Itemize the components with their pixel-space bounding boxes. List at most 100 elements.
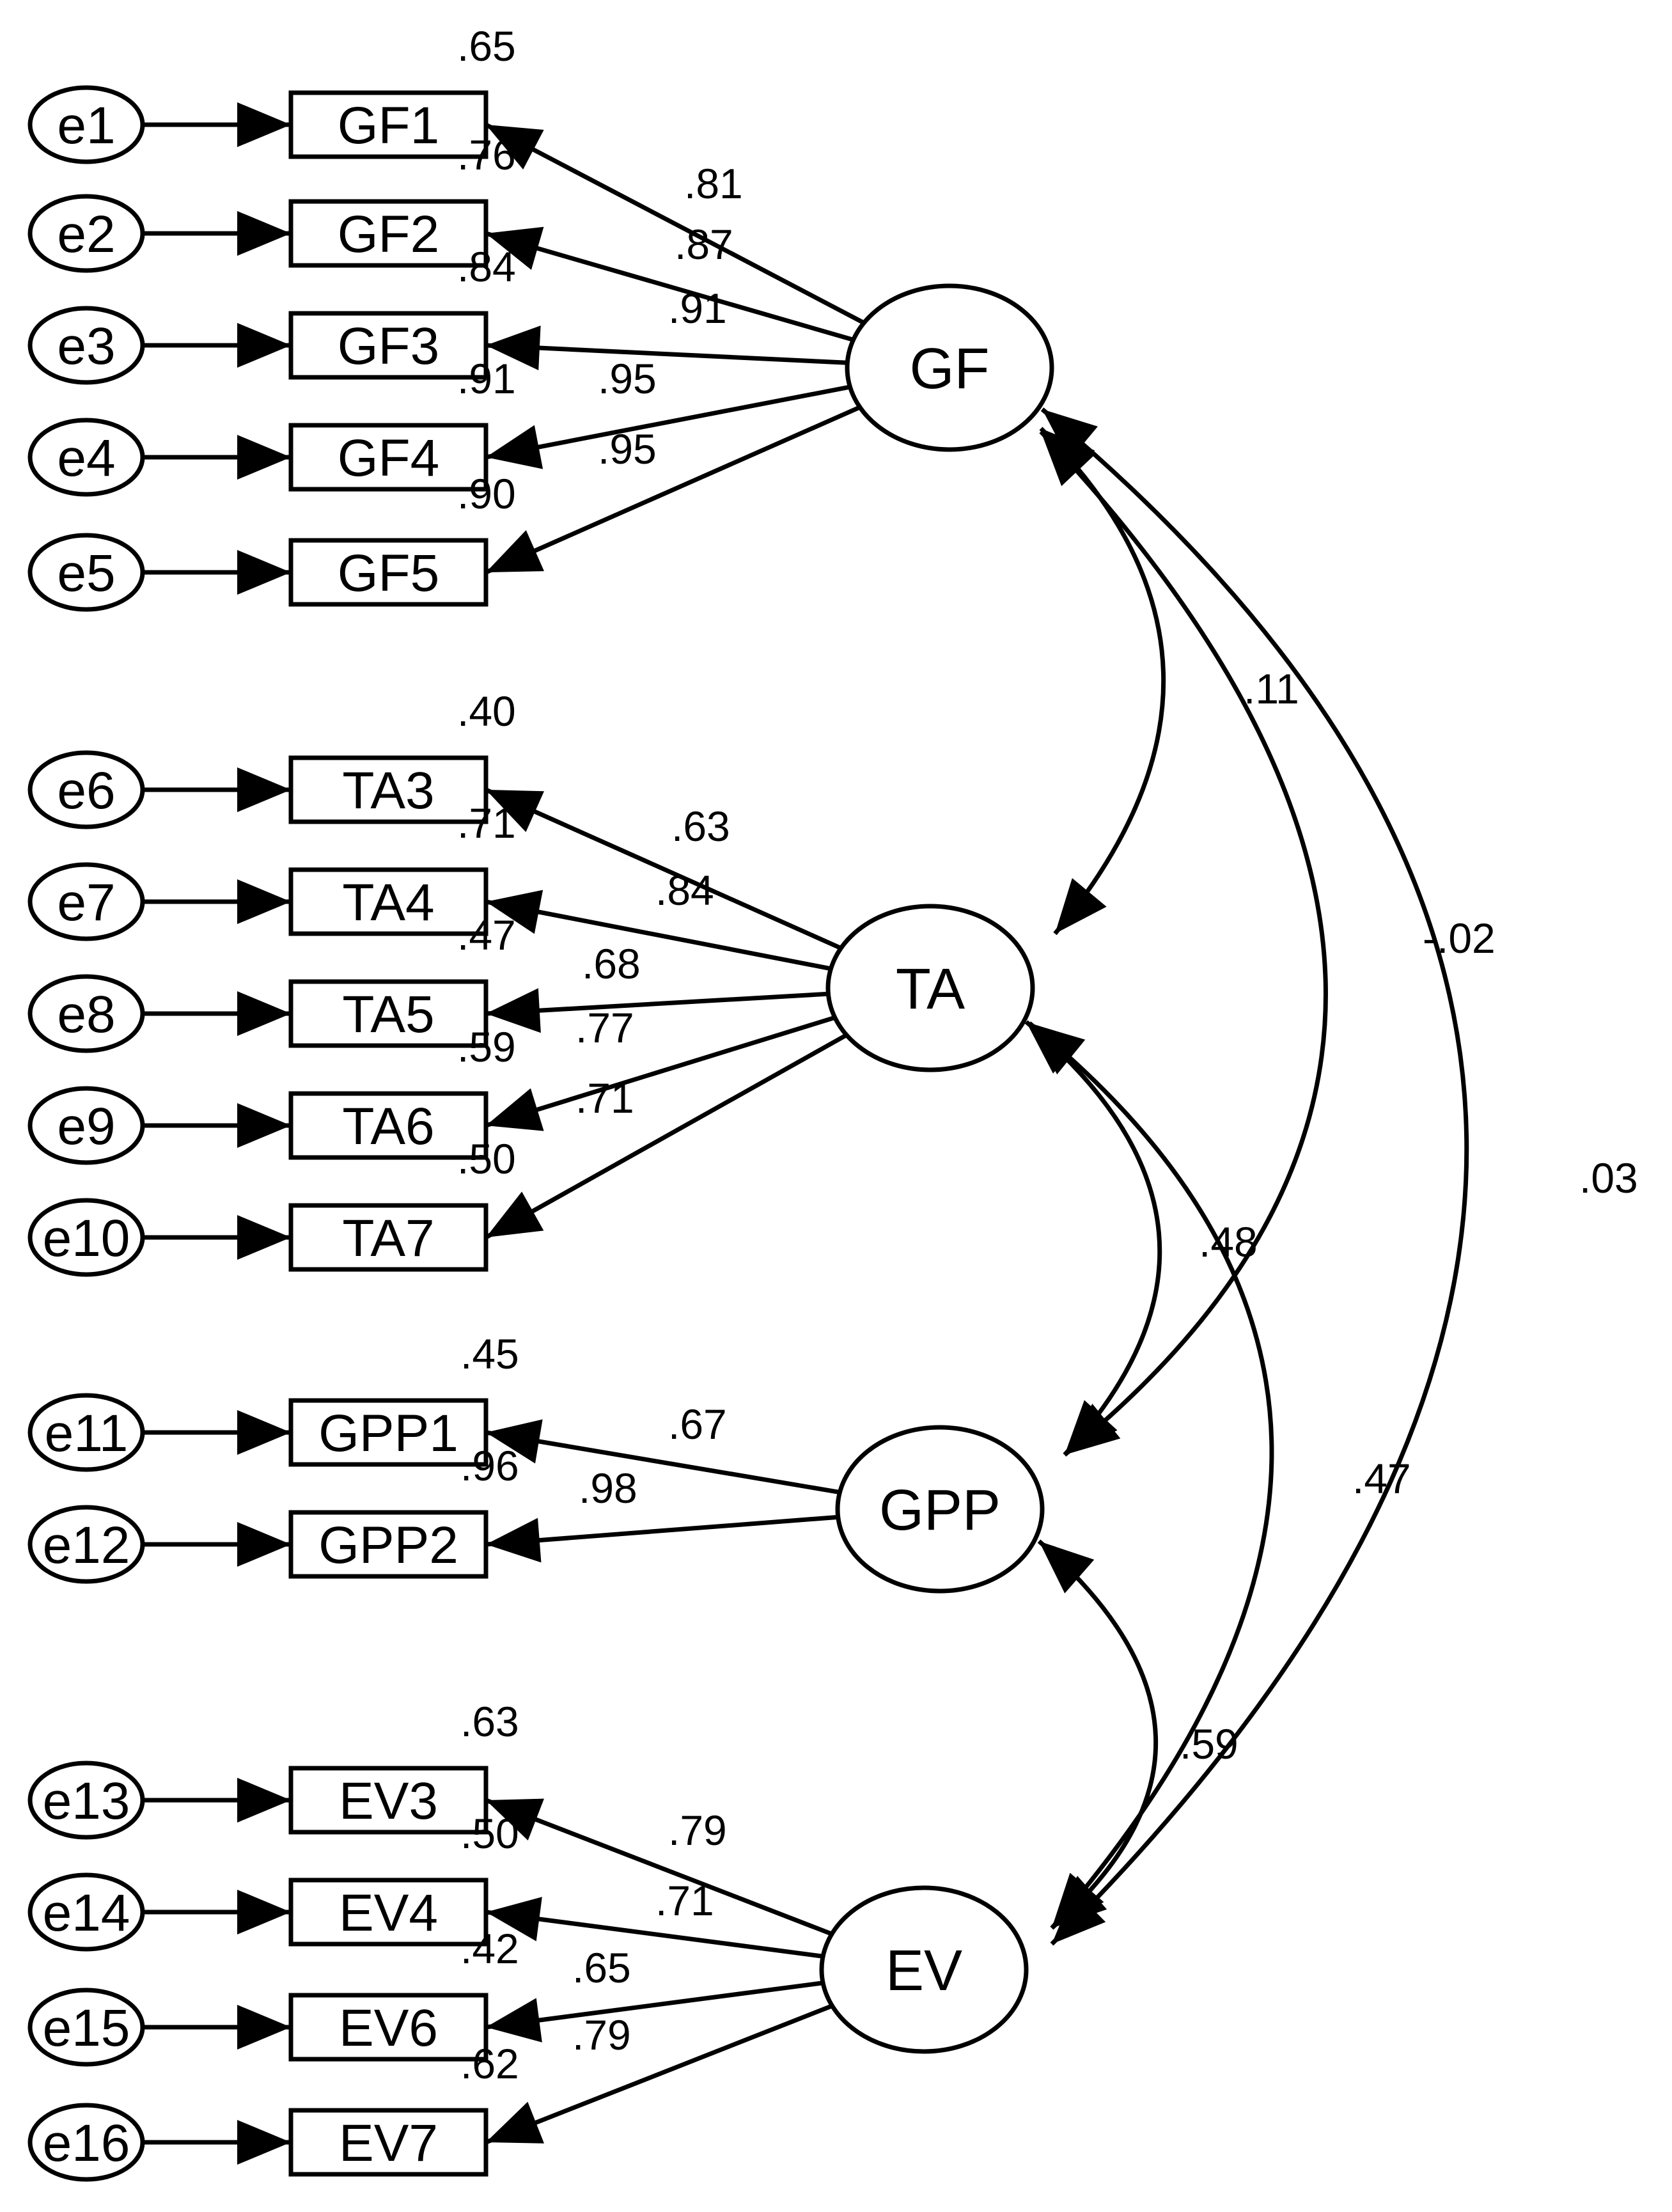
indicator-label: TA5 — [342, 985, 434, 1044]
error-label: e11 — [45, 1404, 129, 1463]
error-label: e1 — [57, 97, 115, 155]
error-term-e6: e6 — [27, 750, 145, 829]
error-ellipse — [27, 974, 145, 1053]
r-squared-gpp1: .45 — [460, 1330, 519, 1377]
latent-label: TA — [896, 957, 965, 1021]
latent-ellipse — [825, 904, 1035, 1072]
loading-gf1: .81 — [684, 160, 743, 207]
error-label: e9 — [57, 1097, 115, 1156]
covariance-label-gf-ta: .11 — [1244, 665, 1299, 712]
covariance-gpp-ev — [1037, 1539, 1159, 1930]
error-term-e3: e3 — [27, 306, 145, 385]
indicator-ta7: TA7 — [288, 1203, 488, 1272]
indicator-label: TA3 — [342, 762, 434, 820]
latent-ellipse — [835, 1425, 1045, 1594]
loading-path-ev4 — [485, 1897, 824, 1959]
indicator-box — [288, 755, 488, 824]
indicator-box — [288, 2108, 488, 2177]
error-label: e15 — [43, 1999, 130, 2057]
loading-path-ta4 — [485, 890, 832, 971]
indicator-gf5: GF5 — [288, 538, 488, 607]
error-term-e9: e9 — [27, 1086, 145, 1165]
r-squared-ta7: .50 — [457, 1135, 516, 1182]
indicator-label: GF2 — [338, 205, 439, 263]
loading-path-ev3 — [485, 1798, 833, 1936]
error-ellipse — [27, 1198, 145, 1277]
latent-ellipse — [845, 283, 1054, 452]
loading-path-gpp1 — [485, 1419, 841, 1494]
error-ellipse — [27, 1393, 145, 1472]
loading-path-ta6 — [485, 1015, 836, 1131]
indicator-box — [288, 538, 488, 607]
loading-ta4: .84 — [655, 867, 714, 914]
error-label: e10 — [43, 1209, 130, 1267]
indicator-box — [288, 199, 488, 268]
error-term-e13: e13 — [27, 1761, 145, 1840]
indicator-box — [288, 1766, 488, 1835]
error-term-e16: e16 — [27, 2103, 145, 2182]
indicator-label: GF4 — [338, 429, 439, 487]
loading-ta5: .68 — [582, 940, 641, 987]
indicator-ta5: TA5 — [288, 979, 488, 1048]
loading-gpp1: .67 — [668, 1400, 727, 1448]
error-term-e12: e12 — [27, 1505, 145, 1584]
loading-path-gf5 — [485, 405, 861, 575]
loading-path-gpp2 — [485, 1514, 839, 1563]
error-ellipse — [27, 1761, 145, 1840]
error-label: e7 — [57, 874, 115, 932]
loading-ta7: .71 — [575, 1074, 634, 1122]
r-squared-gf4: .91 — [457, 355, 516, 402]
indicator-label: GF5 — [338, 544, 439, 602]
error-term-e10: e10 — [27, 1198, 145, 1277]
covariance-layer — [1024, 407, 1469, 1946]
loading-path-gf2 — [485, 226, 854, 342]
error-ellipse — [27, 862, 145, 941]
error-ellipse — [27, 1505, 145, 1584]
error-term-e1: e1 — [27, 85, 145, 164]
latent-label: GF — [910, 337, 990, 401]
indicator-label: EV7 — [339, 2114, 438, 2172]
error-term-e15: e15 — [27, 1988, 145, 2067]
error-ellipse — [27, 85, 145, 164]
error-ellipse — [27, 194, 145, 273]
indicator-ta3: TA3 — [288, 755, 488, 824]
r-squared-gf5: .90 — [457, 470, 516, 517]
loading-path-gf1 — [485, 122, 865, 325]
indicator-box — [288, 311, 488, 380]
r-squared-ev6: .42 — [460, 1925, 519, 1972]
indicator-box — [288, 867, 488, 936]
loading-path-gf3 — [485, 326, 848, 371]
loading-ta6: .77 — [575, 1004, 634, 1051]
indicator-gf4: GF4 — [288, 423, 488, 492]
error-label: e13 — [43, 1772, 130, 1830]
indicator-box — [288, 1091, 488, 1160]
latent-gpp: GPP — [835, 1425, 1045, 1594]
indicator-ev4: EV4 — [288, 1878, 488, 1947]
r-squared-ev7: .62 — [460, 2040, 519, 2087]
loading-path-ta3 — [485, 787, 842, 950]
loading-gf2: .87 — [675, 221, 733, 268]
loading-ta3: .63 — [671, 803, 730, 850]
loading-path-ev6 — [485, 1981, 824, 2043]
r-squared-gf3: .84 — [457, 243, 516, 290]
indicator-box — [288, 1510, 488, 1579]
error-ellipse — [27, 1086, 145, 1165]
loading-gf4: .95 — [598, 355, 657, 402]
error-term-e11: e11 — [27, 1393, 145, 1472]
indicator-ev3: EV3 — [288, 1766, 488, 1835]
indicator-gpp2: GPP2 — [288, 1510, 488, 1579]
r-squared-ta4: .71 — [457, 799, 516, 847]
indicator-gpp1: GPP1 — [288, 1398, 488, 1467]
indicator-box — [288, 979, 488, 1048]
loading-ev3: .79 — [668, 1807, 727, 1854]
error-label: e2 — [57, 205, 115, 263]
r-squared-ta3: .40 — [457, 687, 516, 735]
indicator-ev7: EV7 — [288, 2108, 488, 2177]
indicator-box — [288, 423, 488, 492]
error-term-e2: e2 — [27, 194, 145, 273]
error-ellipse — [27, 306, 145, 385]
loading-ev7: .79 — [572, 2011, 631, 2059]
covariance-gf-gpp — [1039, 430, 1328, 1457]
error-ellipse — [27, 1872, 145, 1952]
